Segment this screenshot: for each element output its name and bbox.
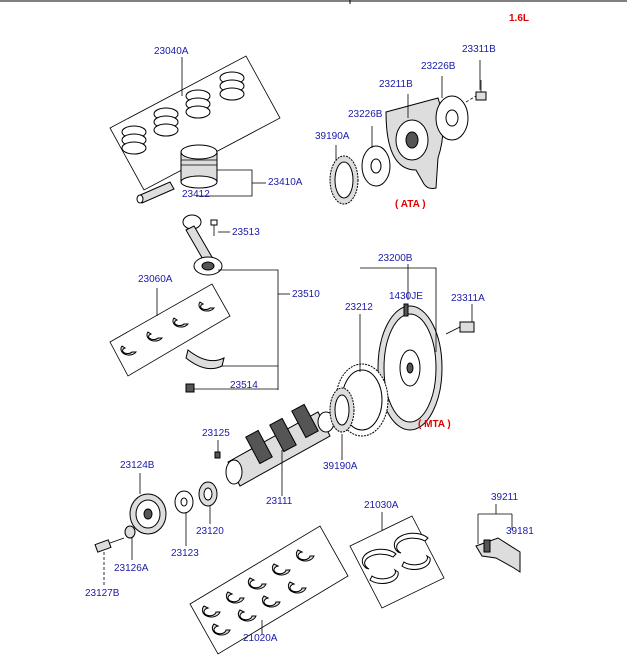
rod-bearing-set xyxy=(109,283,231,377)
rod-nut xyxy=(185,383,195,393)
part-label-23410A: 23410A xyxy=(268,177,303,188)
variant-label-mta: ( MTA ) xyxy=(418,419,451,430)
variant-label-ata: ( ATA ) xyxy=(395,199,426,210)
part-label-23124B: 23124B xyxy=(120,460,155,471)
flywheel xyxy=(377,305,443,431)
part-label-23200B: 23200B xyxy=(378,253,413,264)
adapter-plate-rear xyxy=(435,95,469,141)
part-label-21020A: 21020A xyxy=(243,633,278,644)
rod-cap xyxy=(185,349,225,370)
part-label-23125: 23125 xyxy=(202,428,230,439)
dowel-pin xyxy=(403,303,409,317)
plate-bolt xyxy=(475,80,487,101)
drive-plate xyxy=(385,97,444,189)
part-label-23126A: 23126A xyxy=(114,563,149,574)
connecting-rod xyxy=(182,214,223,276)
part-label-39190A-ata: 39190A xyxy=(315,131,350,142)
sensor-bracket xyxy=(475,537,521,573)
part-label-23514: 23514 xyxy=(230,380,258,391)
part-label-23311A: 23311A xyxy=(451,293,485,304)
ring-gear-ata xyxy=(329,155,359,205)
part-label-23211B: 23211B xyxy=(379,79,413,90)
part-label-23412: 23412 xyxy=(182,189,210,200)
part-label-23040A: 23040A xyxy=(154,46,189,57)
part-label-23510: 23510 xyxy=(292,289,320,300)
crankshaft xyxy=(225,403,335,487)
part-label-23226B-top: 23226B xyxy=(421,61,456,72)
part-label-23060A: 23060A xyxy=(138,274,173,285)
part-label-21030A: 21030A xyxy=(364,500,399,511)
main-bearing-set xyxy=(189,525,349,655)
flywheel-sprocket xyxy=(329,387,355,433)
part-label-23127B: 23127B xyxy=(85,588,120,599)
part-label-1430JE: 1430JE xyxy=(389,291,423,302)
part-label-23311B: 23311B xyxy=(462,44,496,55)
crank-key xyxy=(214,451,221,459)
flywheel-bolt xyxy=(445,321,475,335)
part-label-23120: 23120 xyxy=(196,526,224,537)
part-label-23111: 23111 xyxy=(266,496,293,507)
rod-bolt xyxy=(210,219,218,236)
part-label-23212: 23212 xyxy=(345,302,373,313)
pulley-washer xyxy=(124,525,136,539)
adapter-plate-front xyxy=(361,145,391,187)
thrust-bearing-set xyxy=(349,512,445,609)
part-label-39181: 39181 xyxy=(506,526,534,537)
crank-pulley xyxy=(129,493,167,535)
piston-pin xyxy=(136,181,175,204)
piston-ring-set xyxy=(109,55,281,191)
crank-sprocket xyxy=(198,481,218,507)
part-label-23513: 23513 xyxy=(232,227,260,238)
pulley-bolt xyxy=(94,537,125,553)
part-label-39211: 39211 xyxy=(491,492,519,503)
part-label-23123: 23123 xyxy=(171,548,199,559)
engine-label: 1.6L xyxy=(509,13,530,24)
part-label-39190A-mta: 39190A xyxy=(323,461,358,472)
part-label-23226B-left: 23226B xyxy=(348,109,383,120)
piston xyxy=(180,144,218,189)
thrust-washer xyxy=(174,490,194,514)
